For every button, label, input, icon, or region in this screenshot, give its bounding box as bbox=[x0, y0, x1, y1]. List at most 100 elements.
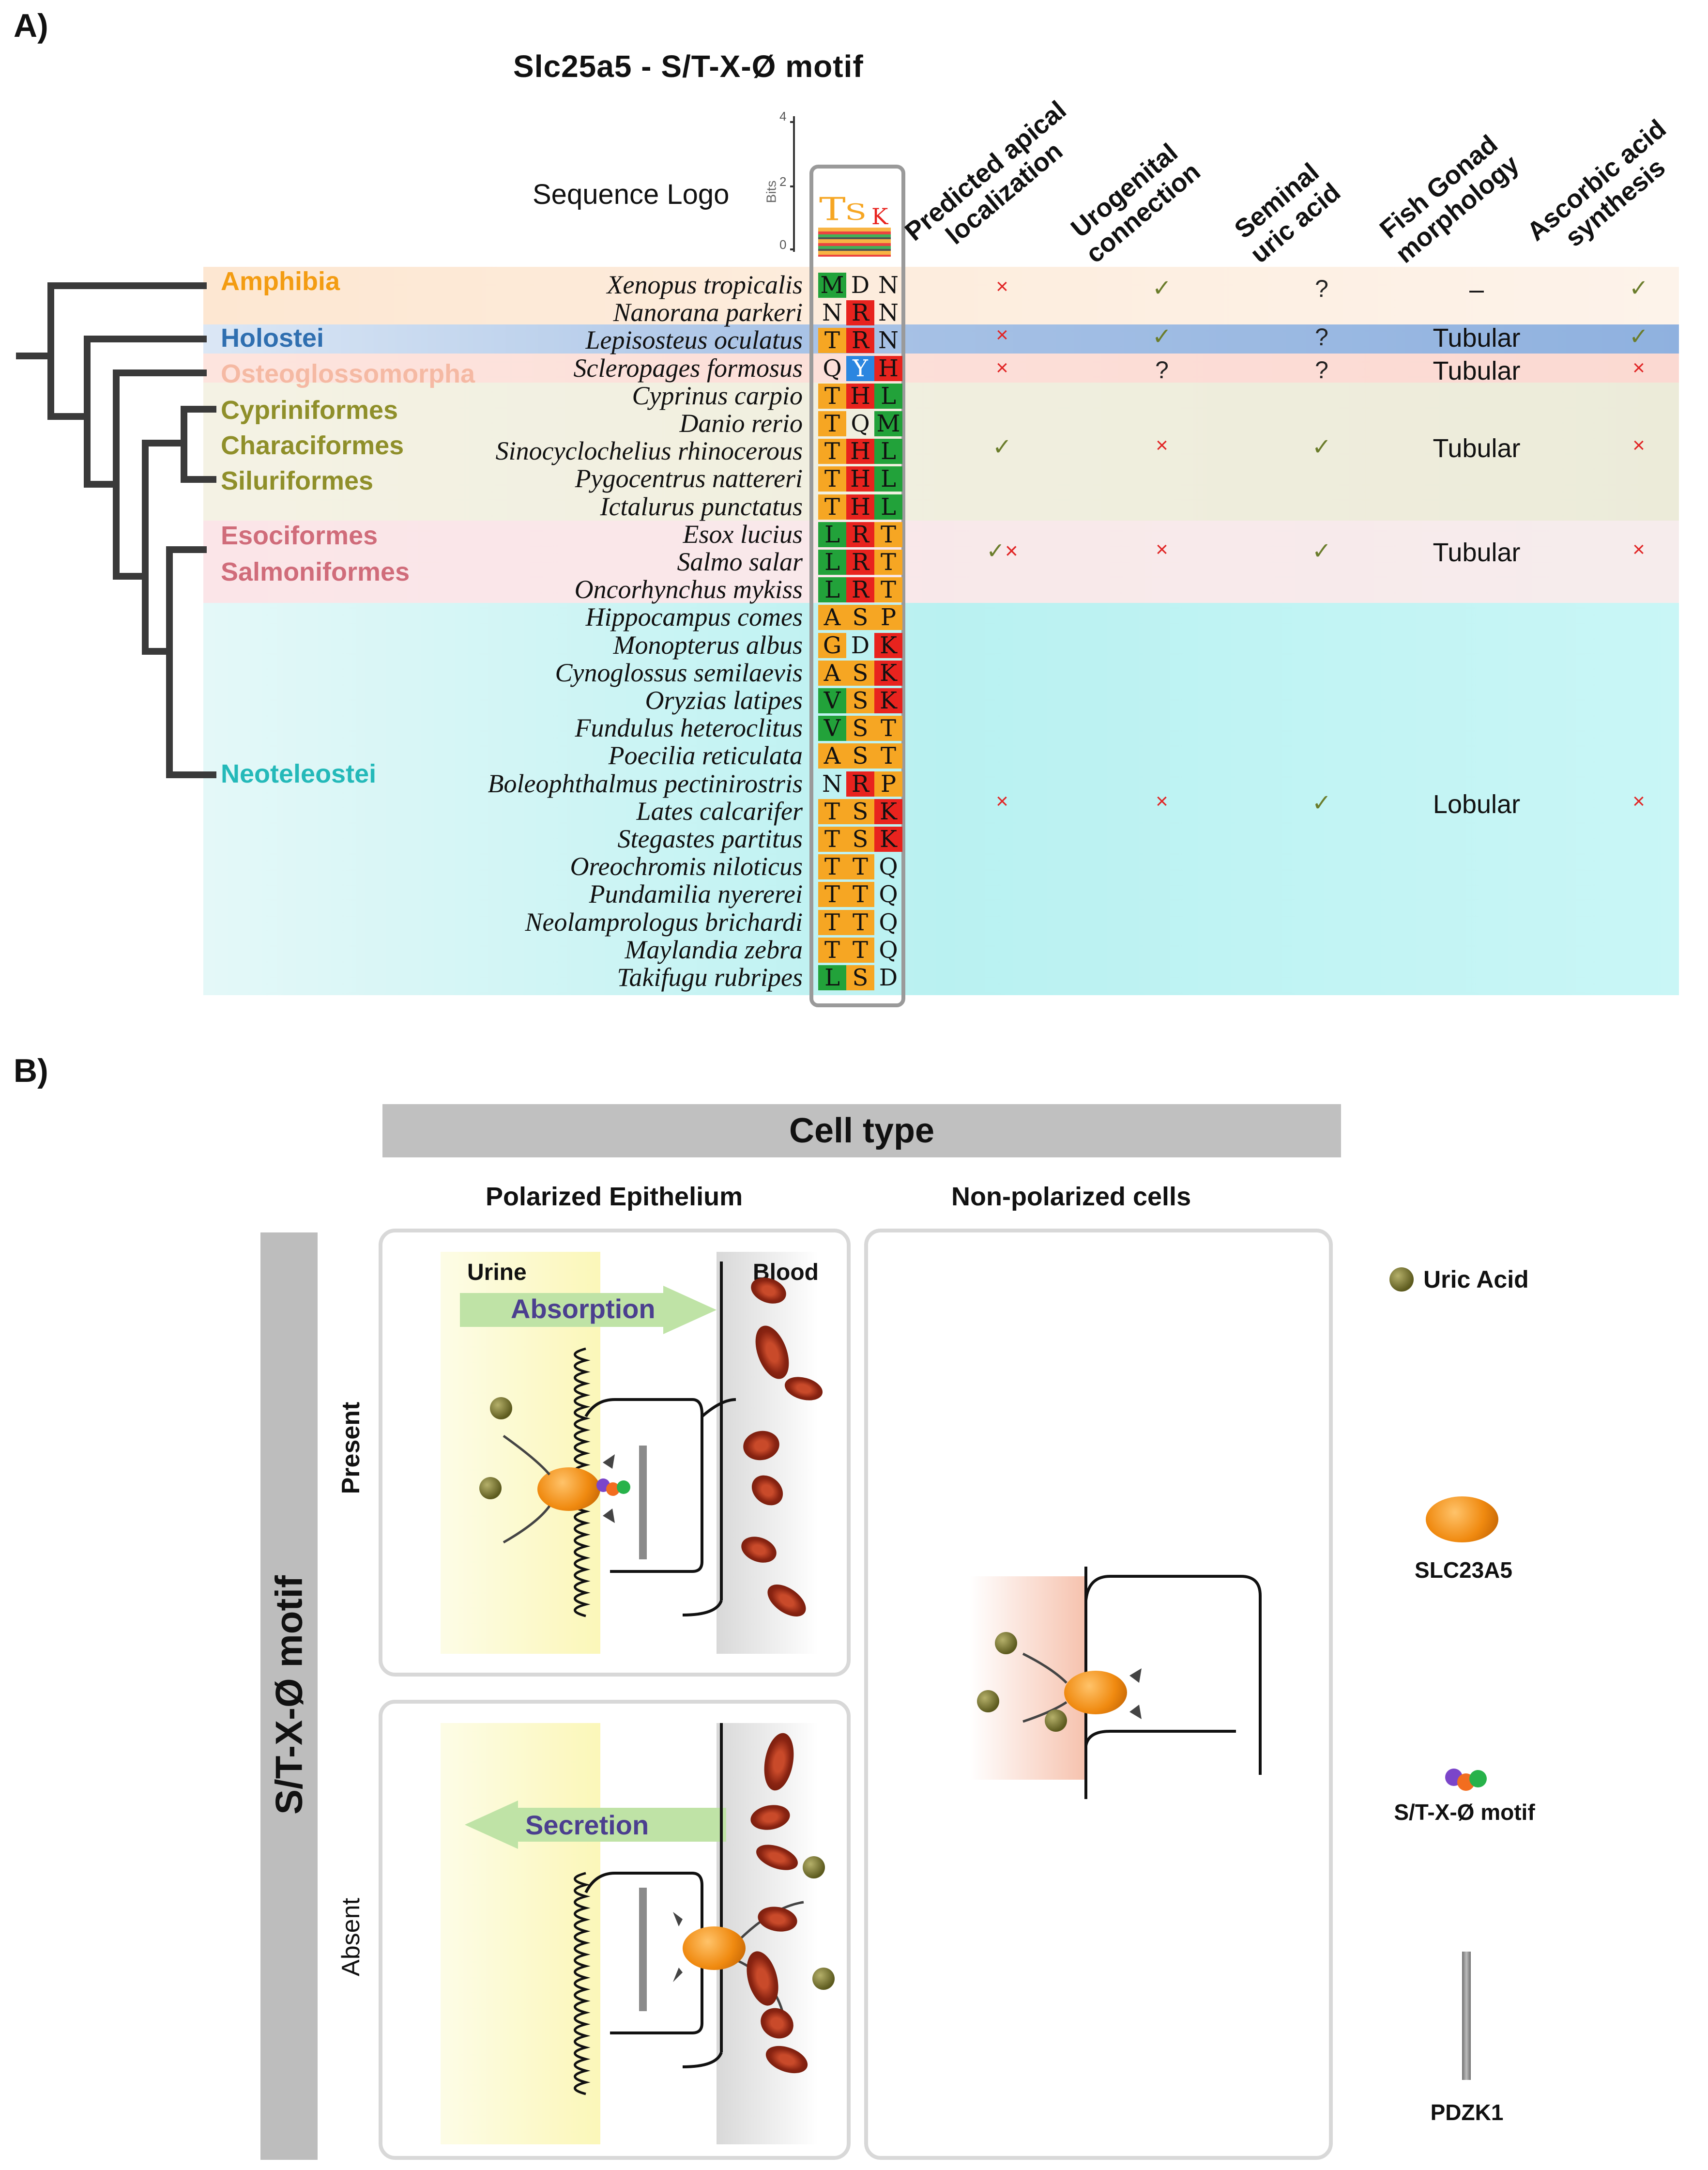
motif-residue: T bbox=[818, 411, 846, 436]
legend-motif-label: S/T-X-Ø motif bbox=[1394, 1800, 1535, 1825]
trait-value: × bbox=[996, 789, 1008, 813]
species-name: Nanorana parkeri bbox=[613, 298, 803, 327]
motif-residue: T bbox=[818, 882, 846, 908]
motif-residue: T bbox=[818, 383, 846, 409]
sequence-logo-axis bbox=[790, 116, 795, 252]
uric-acid-particle bbox=[803, 1856, 825, 1878]
motif-residue: A bbox=[818, 605, 846, 631]
box-non-polarized bbox=[864, 1229, 1333, 2160]
trait-value: – bbox=[1469, 275, 1484, 304]
motif-side-label: S/T-X-Ø motif bbox=[267, 1575, 310, 1815]
motif-residue: P bbox=[874, 771, 902, 797]
box-absent-polarized: Secretion bbox=[379, 1700, 851, 2160]
group-esociformes: Esociformes bbox=[221, 521, 378, 550]
uric-acid-particle bbox=[977, 1690, 999, 1712]
motif-residue: Q bbox=[879, 908, 898, 936]
motif-residue: T bbox=[874, 522, 902, 547]
slc23a5-transporter bbox=[1064, 1671, 1127, 1714]
non-polarized-title: Non-polarized cells bbox=[951, 1182, 1191, 1211]
species-name: Stegastes partitus bbox=[617, 824, 803, 853]
species-name: Lepisosteus oculatus bbox=[585, 325, 803, 355]
species-name: Oncorhynchus mykiss bbox=[574, 575, 803, 604]
trait-value: ✓ bbox=[1312, 539, 1332, 564]
motif-residue: M bbox=[874, 411, 902, 436]
species-name: Cynoglossus semilaevis bbox=[555, 658, 803, 687]
motif-residue: K bbox=[874, 632, 902, 658]
band-neoteleostei bbox=[203, 603, 1679, 995]
species-name: Fundulus heteroclitus bbox=[575, 713, 803, 743]
legend-uric-acid-label: Uric Acid bbox=[1423, 1266, 1529, 1293]
secretion-label: Secretion bbox=[525, 1810, 649, 1840]
trait-value: × bbox=[996, 323, 1008, 347]
trait-value: Tubular bbox=[1433, 434, 1521, 463]
trait-value: × bbox=[996, 356, 1008, 380]
trait-value: × bbox=[1156, 538, 1168, 561]
logo-tick-4: 4 bbox=[779, 109, 787, 123]
trait-value: Tubular bbox=[1433, 356, 1521, 385]
group-neoteleostei: Neoteleostei bbox=[221, 759, 377, 788]
species-name: Hippocampus comes bbox=[585, 602, 803, 632]
logo-tick-0: 0 bbox=[779, 237, 787, 252]
species-name: Danio rerio bbox=[679, 409, 803, 438]
species-name: Pygocentrus nattereri bbox=[575, 464, 803, 493]
motif-residue: T bbox=[818, 827, 846, 852]
species-name: Sinocyclochelius rhinocerous bbox=[495, 436, 803, 466]
motif-residue: S bbox=[846, 688, 874, 713]
motif-residue: D bbox=[879, 964, 898, 991]
motif-residue: A bbox=[818, 660, 846, 686]
extracellular-region bbox=[970, 1576, 1086, 1780]
motif-residue: T bbox=[818, 494, 846, 520]
trait-value: × bbox=[1632, 356, 1645, 380]
motif-residue: T bbox=[818, 328, 846, 354]
motif-residue: R bbox=[846, 771, 874, 797]
trait-value: Tubular bbox=[1433, 323, 1521, 353]
logo-letter-k: K bbox=[871, 203, 888, 230]
logo-letter-s: S bbox=[845, 199, 867, 226]
legend-pdzk-label: PDZK1 bbox=[1430, 2100, 1504, 2125]
slc23a5-transporter bbox=[683, 1926, 746, 1970]
species-name: Monopterus albus bbox=[613, 630, 803, 660]
motif-residue: H bbox=[846, 466, 874, 492]
group-osteoglossomorpha: Osteoglossomorpha bbox=[221, 359, 475, 388]
motif-residue: T bbox=[846, 937, 874, 963]
motif-residue: S bbox=[846, 716, 874, 741]
motif-residue: S bbox=[846, 799, 874, 824]
motif-residue: S bbox=[846, 660, 874, 686]
species-name: Neolamprologus brichardi bbox=[525, 907, 803, 937]
row-label-absent: Absent bbox=[337, 1898, 365, 1976]
trait-value: × bbox=[996, 275, 1008, 298]
legend-slc-label: SLC23A5 bbox=[1415, 1557, 1512, 1583]
motif-residue: D bbox=[851, 631, 870, 659]
species-name: Ictalurus punctatus bbox=[600, 492, 803, 521]
trait-value: ✓× bbox=[986, 538, 1018, 563]
uric-acid-particle bbox=[490, 1397, 512, 1419]
panel-a-title: Slc25a5 - S/T-X-Ø motif bbox=[513, 49, 864, 84]
legend-slc-icon bbox=[1426, 1496, 1498, 1542]
motif-residue: K bbox=[874, 827, 902, 852]
motif-residue: S bbox=[846, 743, 874, 769]
secretion-arrow bbox=[465, 1801, 726, 1849]
logo-stacked-residues bbox=[818, 228, 891, 257]
uric-acid-particle bbox=[812, 1968, 835, 1990]
motif-residue: T bbox=[874, 716, 902, 741]
motif-residue: M bbox=[818, 273, 846, 298]
motif-residue: D bbox=[851, 272, 870, 299]
band-holostei bbox=[203, 324, 1679, 354]
trait-value: ✓ bbox=[1152, 276, 1172, 301]
motif-residue: S bbox=[846, 605, 874, 631]
trait-value: × bbox=[1632, 538, 1645, 561]
motif-residue: S bbox=[846, 965, 874, 990]
group-siluriformes: Siluriformes bbox=[221, 466, 374, 495]
motif-residue: T bbox=[874, 577, 902, 603]
motif-residue: L bbox=[874, 494, 902, 520]
trait-value: ✓ bbox=[1152, 324, 1172, 350]
motif-residue: H bbox=[874, 355, 902, 381]
absorption-arrow bbox=[460, 1286, 717, 1334]
trait-value: Lobular bbox=[1433, 790, 1521, 819]
uric-acid-particle bbox=[479, 1477, 502, 1499]
trait-value: ? bbox=[1315, 275, 1328, 302]
motif-residue: L bbox=[874, 439, 902, 464]
motif-residue: T bbox=[818, 439, 846, 464]
